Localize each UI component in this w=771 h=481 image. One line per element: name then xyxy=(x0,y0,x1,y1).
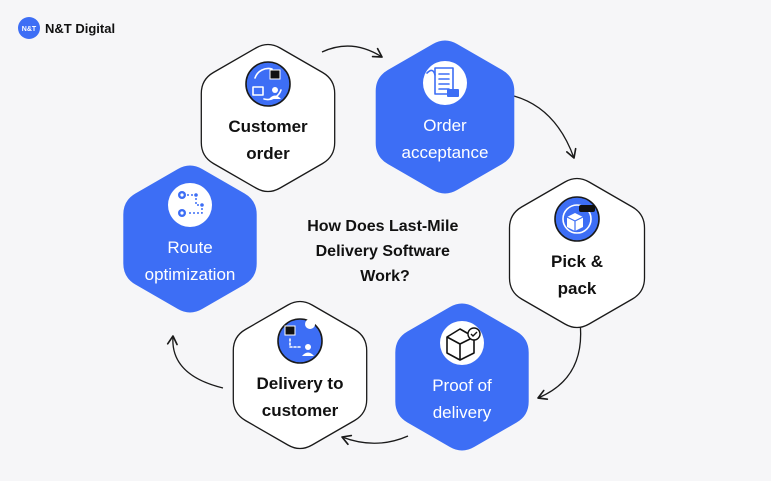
step-label: Customer order xyxy=(228,117,308,163)
step-label-line: customer xyxy=(262,401,339,420)
step-hexagon xyxy=(232,300,368,450)
step-delivery-to-customer: Delivery to customer xyxy=(232,300,368,450)
center-title-line: Work? xyxy=(360,268,409,285)
document-form-icon xyxy=(426,67,459,97)
customer-order-icon xyxy=(252,67,282,101)
step-label: Proof of delivery xyxy=(432,376,492,422)
step-label-line: Customer xyxy=(228,117,308,136)
brand-logo-mark: N&T xyxy=(22,26,37,33)
step-route-optimization: Route optimization xyxy=(123,165,257,313)
step-label-line: Proof of xyxy=(432,376,492,395)
step-hexagon xyxy=(508,177,646,329)
step-label-line: Route xyxy=(167,238,212,257)
step-label: Order acceptance xyxy=(402,116,489,162)
arrow-acceptance-to-pick xyxy=(513,95,577,159)
icon-badge xyxy=(168,183,212,227)
step-label-line: order xyxy=(246,144,290,163)
step-hexagon xyxy=(200,43,336,193)
step-proof-of-delivery: Proof of delivery xyxy=(395,303,529,451)
step-hexagon xyxy=(395,303,529,451)
center-title: How Does Last-Mile Delivery Software Wor… xyxy=(307,218,463,285)
step-label-line: Delivery to xyxy=(257,374,344,393)
step-label: Route optimization xyxy=(145,238,236,284)
step-label-line: pack xyxy=(558,279,597,298)
step-customer-order: Customer order xyxy=(200,43,336,193)
step-label-line: optimization xyxy=(145,265,236,284)
brand-logo[interactable]: N&T N&T Digital xyxy=(18,17,115,39)
arrow-proof-to-delivery xyxy=(341,434,409,446)
step-hexagon xyxy=(375,40,515,194)
step-label: Delivery to customer xyxy=(257,374,344,420)
step-label-line: Pick & xyxy=(551,252,603,271)
arrow-pick-to-proof xyxy=(537,321,582,400)
brand-name: N&T Digital xyxy=(45,21,115,36)
package-in-hand-icon xyxy=(562,204,595,234)
step-label: Pick & pack xyxy=(551,252,603,298)
step-label-line: delivery xyxy=(433,403,492,422)
center-title-line: How Does Last-Mile xyxy=(307,218,458,235)
step-hexagon xyxy=(123,165,257,313)
arrow-order-to-acceptance xyxy=(321,45,383,58)
step-label-line: Order xyxy=(423,116,467,135)
package-checkmark-icon xyxy=(446,327,481,361)
step-label-line: acceptance xyxy=(402,143,489,162)
package-route-person-icon xyxy=(284,319,316,356)
step-order-acceptance: Order acceptance xyxy=(375,40,515,194)
center-title-line: Delivery Software xyxy=(316,243,450,260)
route-pins-icon xyxy=(178,191,204,217)
arrow-delivery-to-route xyxy=(166,335,224,389)
step-pick-and-pack: Pick & pack xyxy=(508,177,646,329)
cycle-arrows xyxy=(166,45,582,446)
